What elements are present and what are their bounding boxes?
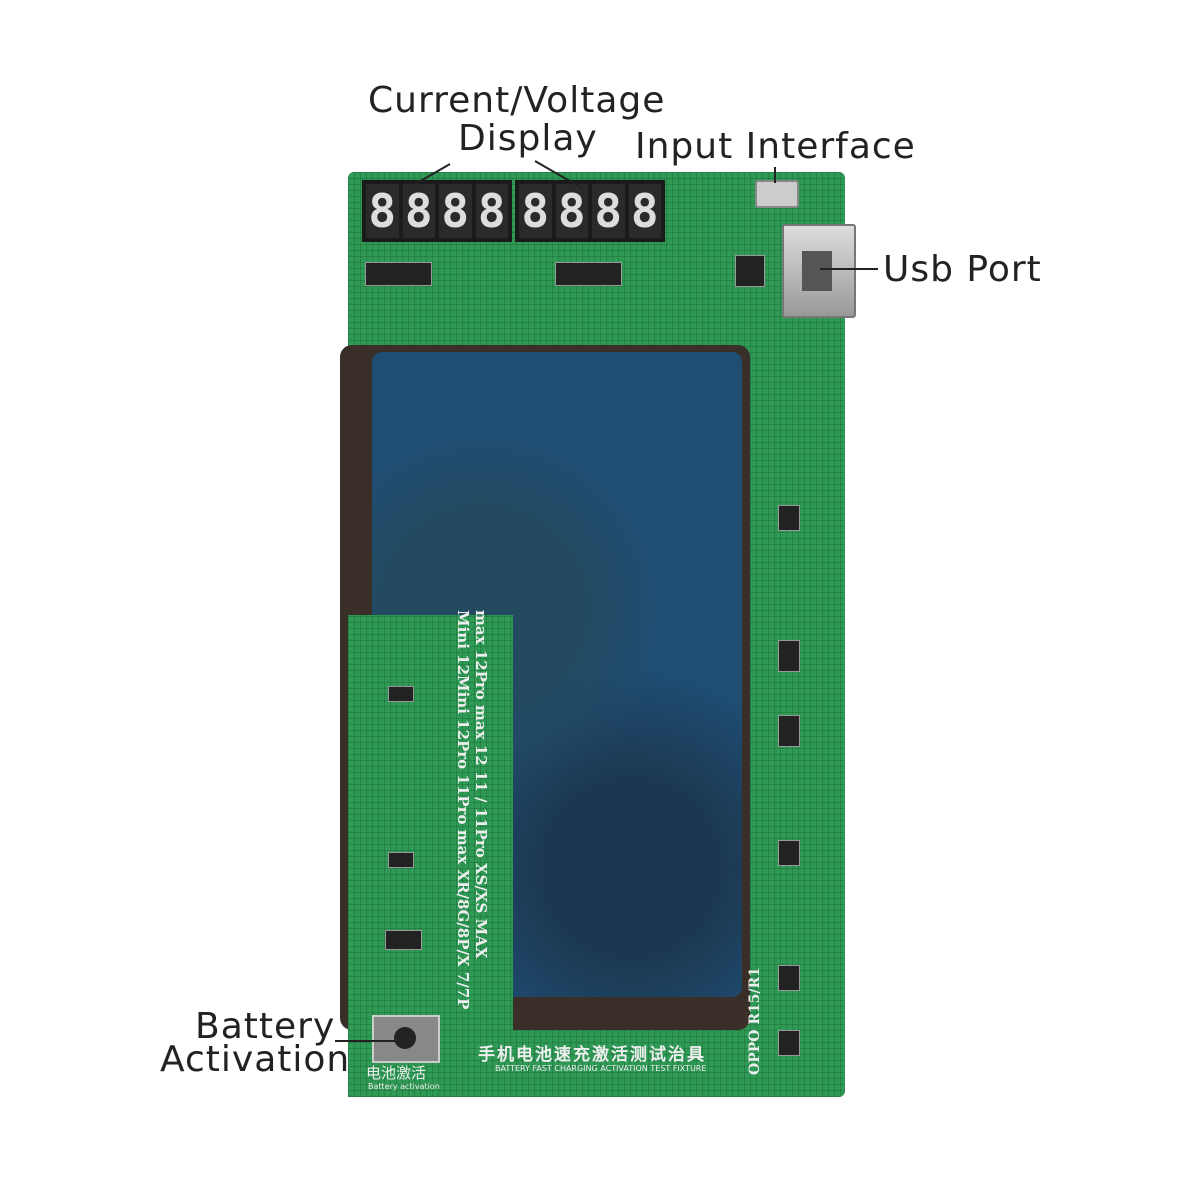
micro-usb-input[interactable] [755,180,799,208]
digit: 8 [555,184,588,238]
callout-display-line1: Current/Voltage [368,80,666,121]
digit: 8 [475,184,508,238]
callout-input: Input Interface [635,126,916,167]
digit: 8 [439,184,472,238]
ic-chip [555,262,622,286]
callout-usb: Usb Port [883,249,1042,290]
model-list: max 12Pro max 12 11 / 11Pro XS/XS MAX Mi… [452,610,490,1010]
callout-line [774,167,776,183]
fixture-title-en: BATTERY FAST CHARGING ACTIVATION TEST FI… [495,1064,707,1073]
usb-port[interactable] [782,224,856,318]
callout-line [335,1040,400,1042]
callout-activation-line1: Battery [195,1006,336,1047]
oppo-label: OPPO R15/R1 [747,967,763,1075]
inductor [735,255,765,287]
led-display-left: 8 8 8 8 [362,180,512,242]
connector [388,852,414,868]
fixture-title-cn: 手机电池速充激活测试治具 [478,1045,706,1065]
connector [388,686,414,702]
models-line: Mini 12Mini 12Pro 11Pro max XR/8G/8P/X 7… [454,610,472,1010]
digit: 8 [366,184,399,238]
connector [778,965,800,991]
battery-activation-button[interactable] [372,1015,440,1063]
ic-chip [365,262,432,286]
digit: 8 [628,184,661,238]
connector [778,840,800,866]
led-display-right: 8 8 8 8 [515,180,665,242]
digit: 8 [402,184,435,238]
models-line: max 12Pro max 12 11 / 11Pro XS/XS MAX [472,610,490,959]
digit: 8 [592,184,625,238]
connector [778,1030,800,1056]
callout-activation-line2: Activation [160,1039,351,1080]
connector [778,505,800,531]
callout-display-line2: Display [458,118,598,159]
connector [778,640,800,672]
activation-label-cn: 电池激活 [366,1064,427,1082]
connector [385,930,422,950]
connector [778,715,800,747]
digit: 8 [519,184,552,238]
callout-line [820,268,878,270]
activation-label-en: Battery activation [368,1082,440,1091]
